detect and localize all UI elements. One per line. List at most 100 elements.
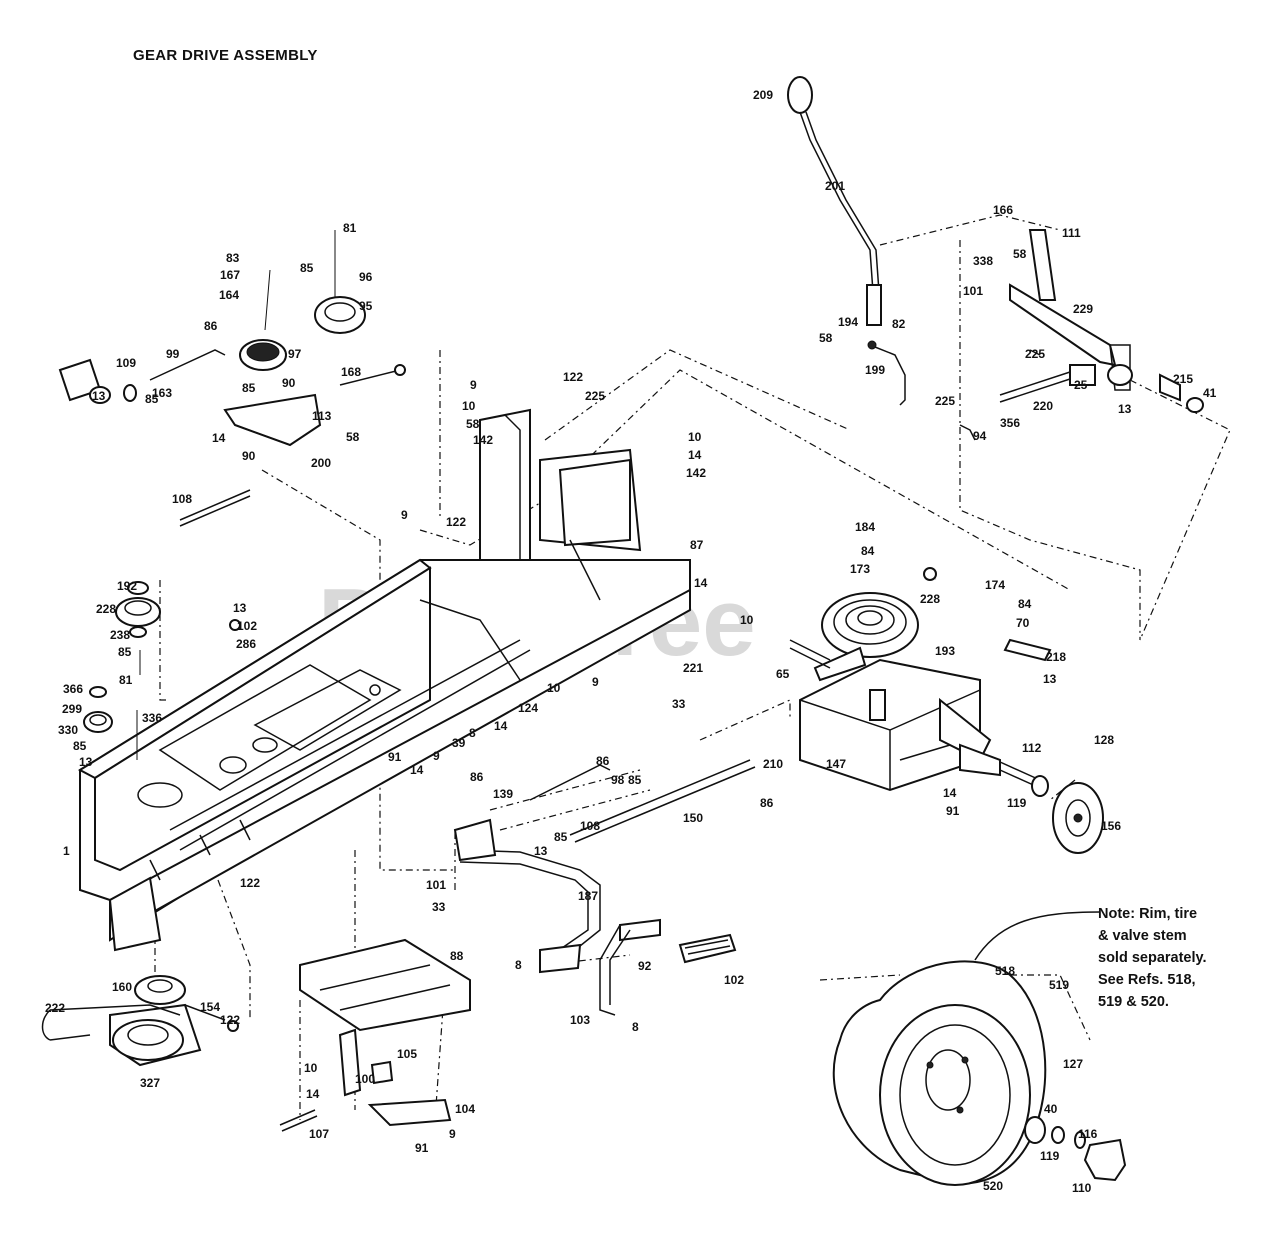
callout-label: 110 xyxy=(1072,1181,1092,1195)
callout-label: 105 xyxy=(397,1047,417,1061)
callout-label: 14 xyxy=(943,786,957,800)
callout-label: 13 xyxy=(1118,402,1132,416)
note-line: Note: Rim, tire xyxy=(1098,906,1197,922)
callout-label: 225 xyxy=(585,389,605,403)
callout-label: 95 xyxy=(359,299,373,313)
chassis-frame xyxy=(77,408,691,952)
callout-label: 70 xyxy=(1016,616,1030,630)
shift-lever-assembly xyxy=(787,76,906,406)
idler-pulley-group xyxy=(58,230,406,527)
callout-label: 299 xyxy=(62,702,82,716)
callout-label: 119 xyxy=(1040,1149,1060,1163)
callout-label: 85 xyxy=(73,739,87,753)
callout-label: 9 xyxy=(592,675,599,689)
callout-label: 518 xyxy=(995,964,1015,978)
callout-label: 101 xyxy=(426,878,446,892)
callout-label: 14 xyxy=(694,576,708,590)
callout-label: 86 xyxy=(204,319,218,333)
left-pulley-stack xyxy=(83,581,241,760)
callout-label: 91 xyxy=(946,804,960,818)
callout-label: 40 xyxy=(1044,1102,1058,1116)
callout-label: 112 xyxy=(1022,741,1042,755)
callout-label: 109 xyxy=(116,356,136,370)
wheel-hub xyxy=(1052,782,1104,854)
callout-label: 65 xyxy=(776,667,790,681)
callout-label: 14 xyxy=(494,719,508,733)
callout-label: 119 xyxy=(1007,796,1027,810)
callout-label: 366 xyxy=(63,682,83,696)
note-line: & valve stem xyxy=(1098,928,1187,944)
callout-label: 215 xyxy=(1173,372,1193,386)
callout-label: 81 xyxy=(119,673,133,687)
transaxle-assembly xyxy=(789,567,1052,797)
note-line: 519 & 520. xyxy=(1098,994,1169,1010)
callout-label: 122 xyxy=(446,515,466,529)
callout-label: 113 xyxy=(312,409,332,423)
callout-label: 39 xyxy=(452,736,466,750)
callout-label: 228 xyxy=(96,602,116,616)
callout-label: 9 xyxy=(470,378,477,392)
callout-label: 209 xyxy=(753,88,773,102)
callout-label: 166 xyxy=(993,203,1013,217)
callout-label: 92 xyxy=(638,959,652,973)
callout-label: 98 xyxy=(611,773,625,787)
callout-label: 116 xyxy=(1078,1127,1098,1141)
callout-label: 10 xyxy=(547,681,561,695)
callout-label: 173 xyxy=(850,562,870,576)
callout-label: 336 xyxy=(142,711,162,725)
callout-label: 210 xyxy=(763,757,783,771)
callout-label: 167 xyxy=(220,268,240,282)
callout-label: 154 xyxy=(200,1000,220,1014)
callout-label: 14 xyxy=(410,763,424,777)
callout-label: 520 xyxy=(983,1179,1003,1193)
callout-label: 128 xyxy=(1094,733,1114,747)
callout-label: 286 xyxy=(236,637,256,651)
callout-label: 86 xyxy=(596,754,610,768)
callout-label: 164 xyxy=(219,288,239,302)
rear-tire xyxy=(832,911,1127,1186)
callout-label: 13 xyxy=(79,755,93,769)
callout-label: 86 xyxy=(760,796,774,810)
callout-label: 13 xyxy=(92,389,106,403)
part-callouts: 209 201 166 111 338 58 101 229 194 82 58… xyxy=(45,88,1217,1195)
callout-label: 356 xyxy=(1000,416,1020,430)
callout-label: 327 xyxy=(140,1076,160,1090)
callout-label: 13 xyxy=(534,844,548,858)
callout-label: 84 xyxy=(861,544,875,558)
callout-label: 184 xyxy=(855,520,875,534)
callout-label: 102 xyxy=(237,619,257,633)
callout-label: 174 xyxy=(985,578,1005,592)
callout-label: 228 xyxy=(920,592,940,606)
callout-label: 14 xyxy=(688,448,702,462)
note-line: sold separately. xyxy=(1098,950,1207,966)
callout-label: 8 xyxy=(632,1020,639,1034)
note-line: See Refs. 518, xyxy=(1098,972,1196,988)
callout-label: 193 xyxy=(935,644,955,658)
callout-label: 86 xyxy=(470,770,484,784)
callout-label: 58 xyxy=(1013,247,1027,261)
callout-label: 222 xyxy=(45,1001,65,1015)
callout-label: 150 xyxy=(683,811,703,825)
callout-label: 8 xyxy=(469,726,476,740)
callout-label: 99 xyxy=(166,347,180,361)
callout-label: 88 xyxy=(450,949,464,963)
callout-label: 90 xyxy=(282,376,296,390)
callout-label: 122 xyxy=(220,1013,240,1027)
callout-label: 330 xyxy=(58,723,78,737)
shift-linkage xyxy=(959,229,1204,441)
callout-label: 221 xyxy=(683,661,703,675)
callout-label: 160 xyxy=(112,980,132,994)
callout-label: 8 xyxy=(515,958,522,972)
callout-label: 41 xyxy=(1203,386,1217,400)
callout-label: 168 xyxy=(341,365,361,379)
callout-label: 187 xyxy=(578,889,598,903)
callout-label: 85 xyxy=(242,381,256,395)
callout-label: 94 xyxy=(973,429,987,443)
callout-label: 156 xyxy=(1101,819,1121,833)
callout-label: 108 xyxy=(580,819,600,833)
callout-label: 58 xyxy=(466,417,480,431)
callout-label: 100 xyxy=(355,1072,375,1086)
callout-label: 163 xyxy=(152,386,172,400)
callout-label: 199 xyxy=(865,363,885,377)
